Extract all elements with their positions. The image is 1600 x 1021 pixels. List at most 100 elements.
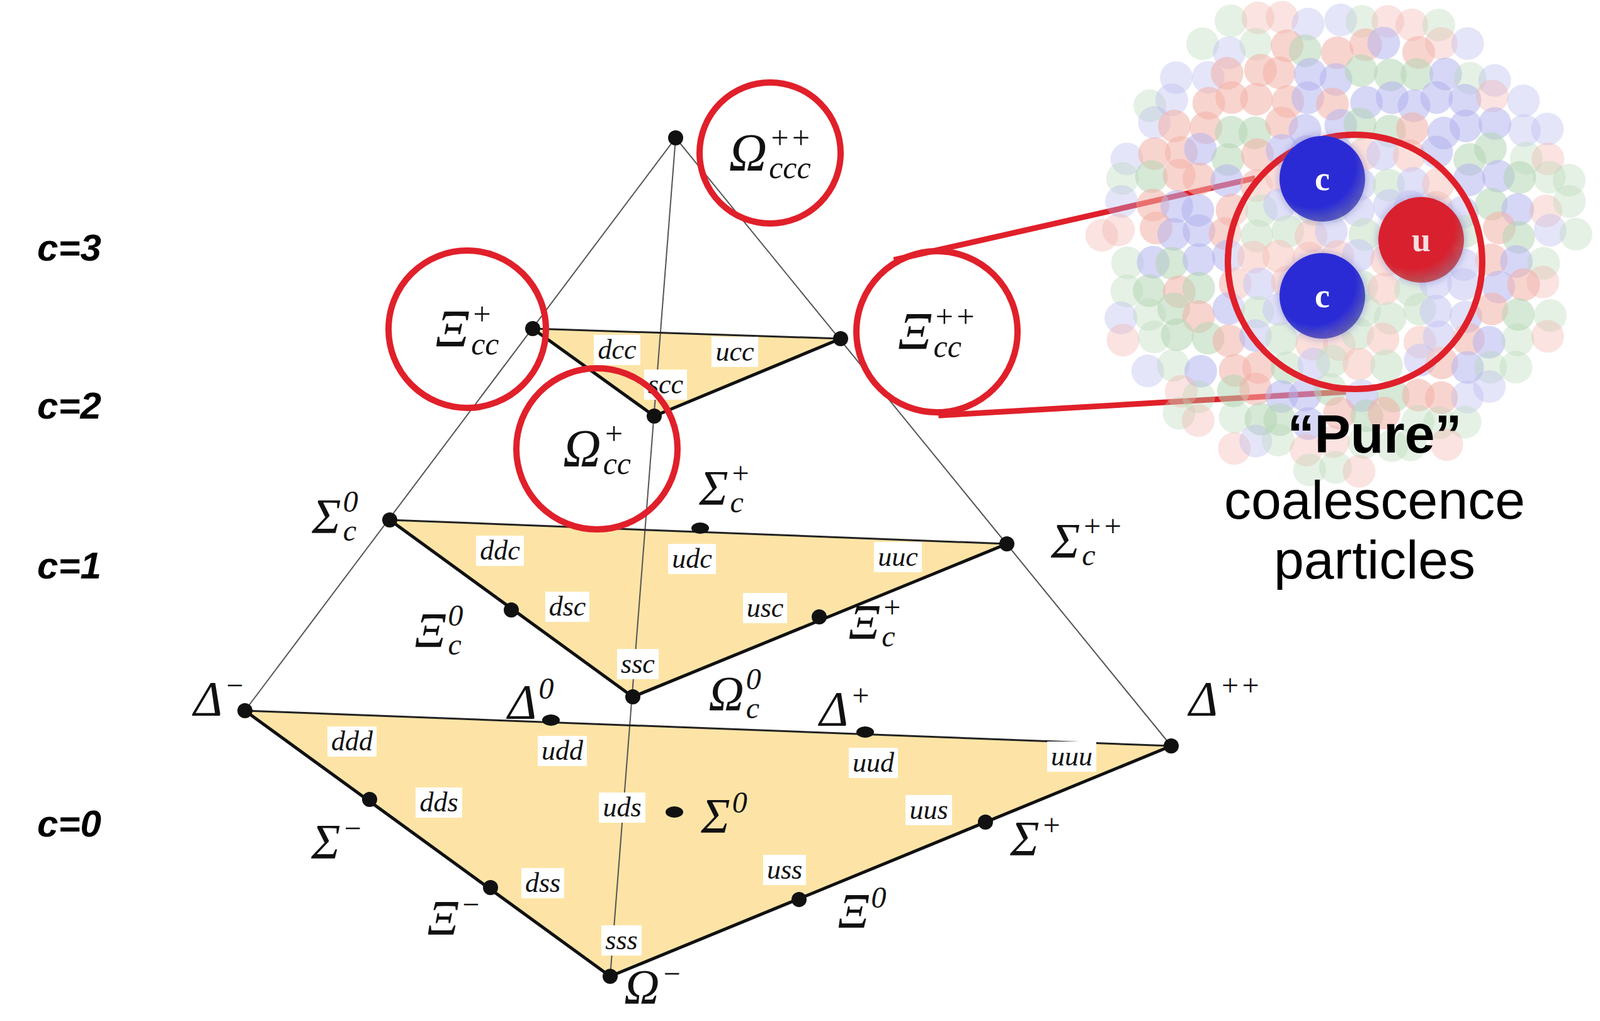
highlight-circle: Ω+cc bbox=[513, 365, 681, 533]
particle-label: Σ0c bbox=[311, 487, 358, 545]
nucleon-dot bbox=[1106, 323, 1140, 357]
particle-label: Ω− bbox=[624, 959, 682, 1016]
charm-subscript: c bbox=[881, 622, 895, 652]
quark-content-label: udd bbox=[537, 736, 587, 767]
nucleon-dot bbox=[1181, 404, 1215, 437]
nucleon-dot bbox=[1449, 109, 1483, 143]
nucleon-dot bbox=[1105, 185, 1138, 218]
particle-label: Ω+cc bbox=[562, 419, 631, 480]
quark-content-label: uuc bbox=[873, 542, 922, 573]
quark-content-label: ddd bbox=[327, 726, 377, 757]
nucleon-dot bbox=[1161, 318, 1194, 352]
quark-content-label: usc bbox=[743, 593, 788, 624]
charm-level-label: c=3 bbox=[37, 227, 102, 269]
particle-symbol: Ξ bbox=[426, 893, 459, 943]
nucleon-dot bbox=[1182, 243, 1216, 276]
particle-symbol: Σ bbox=[698, 463, 728, 513]
particle-label: Ω0c bbox=[708, 664, 761, 723]
quark-content-label: dds bbox=[415, 787, 462, 818]
particle-indices: 0c bbox=[343, 487, 359, 545]
particle-label: Ξ0c bbox=[414, 601, 464, 659]
particle-symbol: Ξ bbox=[838, 886, 870, 936]
particle-label: Δ− bbox=[193, 671, 245, 728]
charge-superscript: + bbox=[881, 593, 902, 623]
charm-subscript: ccc bbox=[768, 153, 812, 184]
state-dots bbox=[237, 130, 1179, 985]
particle-label: Ξ− bbox=[426, 890, 481, 947]
particle-label: Σ0 bbox=[700, 788, 747, 845]
multiplet-edges bbox=[244, 328, 1172, 977]
pyramid-edges bbox=[244, 137, 1172, 977]
nucleon-dot bbox=[1506, 84, 1540, 118]
charge-superscript: ++ bbox=[1081, 511, 1123, 541]
quark-ball: c bbox=[1279, 136, 1366, 222]
particle-symbol: Ω bbox=[624, 962, 660, 1012]
particle-indices: ++ccc bbox=[768, 123, 812, 184]
quark-content-label: uuu bbox=[1047, 741, 1097, 772]
c0-plane bbox=[244, 710, 1172, 977]
particle-indices: +cc bbox=[603, 419, 631, 480]
quark-content-label: scc bbox=[644, 369, 687, 400]
quark-content-label: sss bbox=[601, 925, 642, 956]
particle-indices: 0c bbox=[447, 601, 463, 659]
charge-superscript: 0 bbox=[870, 883, 886, 913]
charge-superscript: ++ bbox=[933, 302, 976, 333]
charm-subscript: c bbox=[447, 630, 461, 660]
nucleon-dot bbox=[1210, 164, 1244, 198]
highlight-circle: Ξ++cc bbox=[853, 248, 1021, 416]
particle-symbol: Ξ bbox=[435, 302, 470, 356]
nucleon-dot bbox=[1240, 83, 1274, 116]
charge-superscript: + bbox=[729, 459, 750, 488]
c1-plane bbox=[389, 520, 1007, 698]
particle-symbol: Σ bbox=[1009, 814, 1039, 864]
particle-indices: 0 bbox=[732, 788, 748, 845]
nucleon-dot bbox=[1262, 56, 1296, 90]
particle-symbol: Δ bbox=[1188, 674, 1218, 724]
charm-subscript: c bbox=[729, 487, 744, 517]
nucleon-dot bbox=[1559, 217, 1593, 251]
quark-content-label: dcc bbox=[593, 334, 640, 366]
charge-superscript: 0 bbox=[538, 674, 554, 704]
zoom-circle: “Pure”coalescence particlescuc bbox=[1224, 131, 1486, 393]
nucleon-dot bbox=[1503, 161, 1537, 194]
particle-indices: − bbox=[460, 890, 481, 947]
charge-superscript: − bbox=[460, 890, 481, 920]
quark-content-label: uss bbox=[763, 855, 806, 886]
charge-superscript: ++ bbox=[1219, 671, 1261, 701]
particle-indices: + bbox=[850, 681, 871, 738]
particle-label: Ξ+c bbox=[848, 593, 902, 651]
highlight-circle: Ξ+cc bbox=[385, 247, 550, 412]
particle-symbol: Δ bbox=[508, 677, 538, 727]
caption-text: coalescence particles bbox=[1198, 470, 1551, 590]
charge-superscript: + bbox=[850, 681, 871, 711]
charge-superscript: − bbox=[341, 814, 363, 844]
particle-indices: − bbox=[341, 814, 363, 871]
particle-symbol: Δ bbox=[819, 684, 849, 734]
particle-label: Ξ+cc bbox=[435, 299, 499, 360]
charge-superscript: + bbox=[603, 419, 625, 450]
particle-label: Σ+ bbox=[1009, 811, 1062, 868]
particle-symbol: Δ bbox=[193, 674, 223, 724]
particle-label: Δ0 bbox=[508, 674, 555, 731]
quark-flavour: u bbox=[1411, 222, 1431, 257]
quark-content-label: dss bbox=[521, 868, 565, 899]
quark-content-label: uds bbox=[598, 792, 645, 823]
charm-level-label: c=0 bbox=[37, 803, 102, 846]
particle-indices: +cc bbox=[470, 299, 499, 360]
highlight-circle: Ω++ccc bbox=[696, 79, 844, 227]
nucleon-dot bbox=[1531, 112, 1565, 146]
charge-superscript: + bbox=[1040, 811, 1061, 840]
particle-indices: +c bbox=[881, 593, 902, 651]
particle-symbol: Ξ bbox=[897, 305, 932, 359]
quark-content-label: uud bbox=[848, 748, 898, 779]
nucleon-dot bbox=[1451, 27, 1485, 60]
nucleon-dot bbox=[1367, 26, 1401, 60]
particle-label: Δ+ bbox=[819, 681, 871, 738]
particle-label: Σ++c bbox=[1050, 511, 1123, 570]
particle-indices: +c bbox=[729, 459, 750, 517]
caption-heading: “Pure” bbox=[1185, 404, 1564, 464]
charge-superscript: − bbox=[224, 671, 245, 701]
nucleon-dot bbox=[1526, 265, 1560, 299]
charge-superscript: 0 bbox=[732, 788, 748, 818]
